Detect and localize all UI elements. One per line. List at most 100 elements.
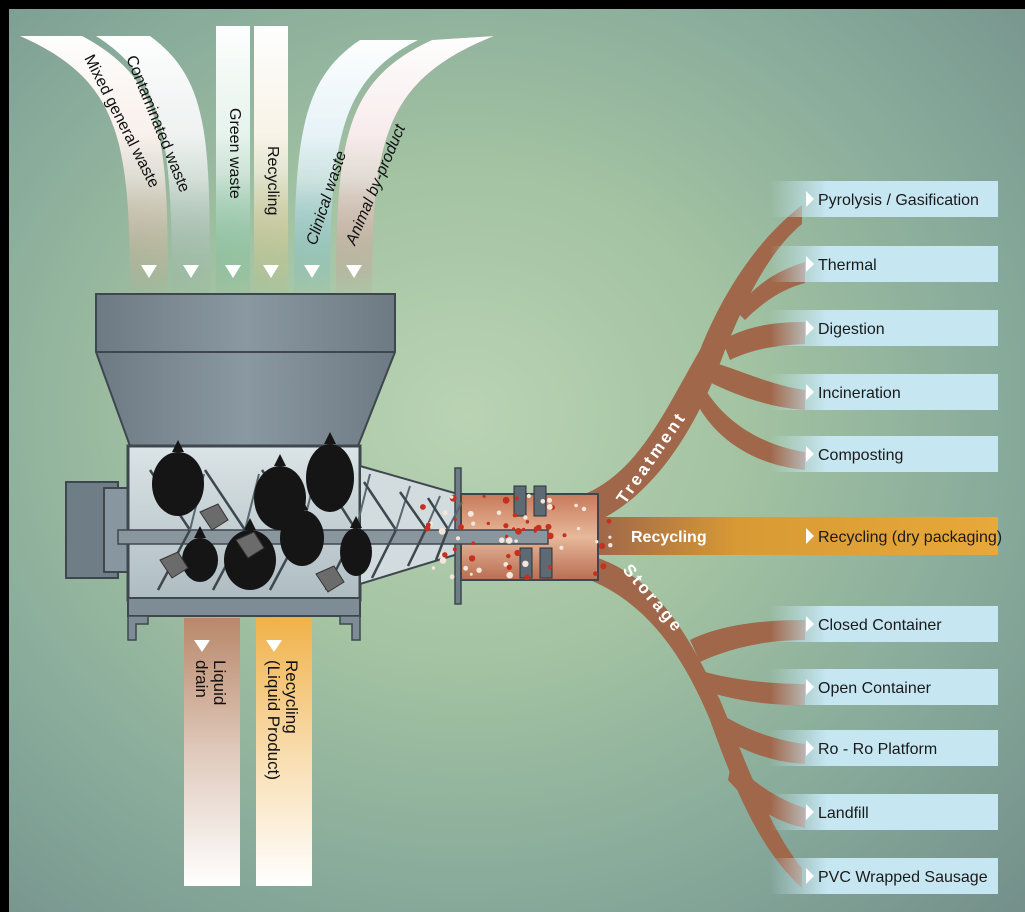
input-arrow-icon: [304, 265, 320, 278]
waste-particle: [512, 512, 518, 518]
pipe-clamp: [539, 547, 553, 579]
waste-debris: [159, 551, 189, 579]
waste-debris: [235, 531, 265, 559]
waste-particle: [547, 497, 552, 503]
waste-bag-tie: [274, 454, 286, 466]
waste-particle: [608, 543, 613, 548]
output-arrow-icon: [806, 528, 814, 544]
waste-particle: [503, 562, 509, 567]
auger-flight-back: [447, 501, 463, 530]
waste-bag: [280, 510, 324, 566]
waste-particle: [506, 553, 511, 559]
input-stream-highlight-1: [96, 36, 210, 294]
input-arrow-icon: [263, 265, 279, 278]
treatment-output-3: Incineration: [770, 374, 998, 410]
pipe-clamp: [513, 485, 527, 517]
waste-particle: [547, 532, 554, 540]
input-streams: [20, 26, 494, 294]
output-label: Ro - Ro Platform: [818, 741, 937, 758]
waste-bags: [152, 432, 372, 593]
recycling-branch-label: Recycling: [631, 529, 707, 546]
output-arrow-icon: [806, 868, 814, 884]
output-label: Landfill: [818, 805, 869, 822]
waste-particle: [499, 537, 505, 543]
output-label: Composting: [818, 447, 903, 464]
output-arrow-icon: [806, 804, 814, 820]
waste-particle: [595, 540, 599, 544]
waste-bag-tie: [296, 498, 308, 510]
storage-trunk: [590, 558, 802, 888]
waste-particle: [438, 527, 446, 535]
input-stream-highlight-3: [254, 26, 288, 294]
output-arrow-icon: [806, 740, 814, 756]
waste-particle: [562, 533, 567, 538]
waste-particle: [425, 522, 431, 528]
waste-bag-tie: [194, 526, 206, 538]
waste-particle: [496, 510, 502, 516]
waste-particles: [420, 493, 613, 580]
waste-debris: [315, 565, 345, 593]
input-stream-highlight-0: [20, 36, 168, 294]
waste-particle: [471, 541, 476, 545]
output-box-bg: [770, 246, 998, 282]
treatment-output-0: Pyrolysis / Gasification: [770, 181, 998, 217]
treatment-output-1: Thermal: [770, 246, 998, 282]
bottom-arrow-icon: [266, 640, 282, 652]
output-box-bg: [770, 794, 998, 830]
output-label: Pyrolysis / Gasification: [818, 192, 979, 209]
waste-particle: [581, 506, 587, 512]
waste-particle: [514, 539, 518, 543]
waste-bag-tie: [324, 432, 336, 444]
waste-particle: [450, 495, 454, 499]
shredder-machine: [65, 293, 613, 641]
waste-particle: [576, 526, 581, 531]
input-arrow-icon: [225, 265, 241, 278]
input-label: Recycling: [264, 146, 281, 215]
treatment-label: Treatment: [613, 408, 691, 508]
waste-particle: [506, 564, 512, 570]
storage-output-1: Open Container: [770, 669, 998, 705]
waste-particle: [442, 510, 448, 516]
hopper: [95, 293, 396, 447]
waste-particle: [449, 574, 455, 580]
output-label: Digestion: [818, 321, 885, 338]
waste-particle: [453, 517, 457, 522]
waste-particle: [545, 523, 552, 530]
output-arrow-icon: [806, 616, 814, 632]
waste-particle: [514, 549, 521, 557]
waste-particle: [540, 499, 546, 504]
output-arrow-icon: [806, 256, 814, 272]
waste-particle: [482, 494, 486, 498]
waste-particle: [522, 560, 529, 567]
waste-particle: [476, 567, 482, 573]
output-arrow-icon: [806, 384, 814, 400]
input-stream-highlight-2: [216, 26, 250, 294]
output-label: Closed Container: [818, 617, 942, 634]
waste-particle: [504, 534, 509, 539]
waste-particle: [525, 520, 530, 524]
waste-particle: [533, 529, 537, 533]
input-arrow-icon: [183, 265, 199, 278]
output-label: Thermal: [818, 257, 877, 274]
waste-particle: [593, 571, 598, 576]
waste-particle: [606, 518, 612, 524]
chamber-base: [127, 597, 361, 617]
output-arrow-icon: [806, 679, 814, 695]
input-stream-highlight-4: [294, 40, 418, 294]
waste-particle: [512, 527, 516, 531]
bottom-label-line2: (Liquid Product): [264, 660, 283, 780]
output-label: PVC Wrapped Sausage: [818, 869, 988, 886]
waste-particle: [521, 527, 526, 532]
waste-particle: [455, 536, 461, 541]
waste-bag: [182, 538, 218, 582]
bottom-strip-highlight: [256, 618, 312, 886]
waste-bag-tie: [350, 516, 362, 528]
waste-particle: [420, 504, 426, 510]
waste-particle: [599, 542, 606, 550]
waste-particle: [559, 545, 564, 550]
waste-particle: [515, 528, 522, 535]
bottom-strip-highlight: [184, 618, 240, 886]
waste-bag-tie: [244, 518, 256, 530]
waste-particle: [471, 521, 476, 526]
